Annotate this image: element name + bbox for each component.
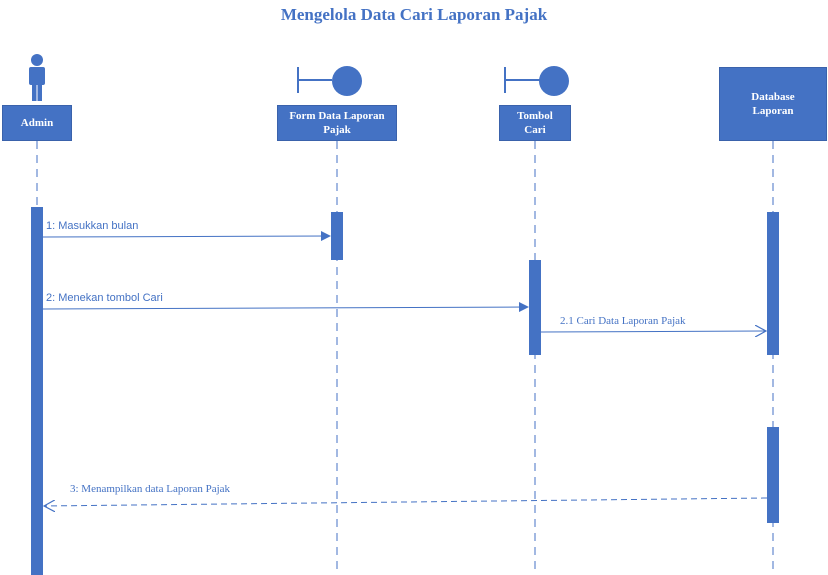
- activation-admin: [31, 207, 43, 575]
- message-arrow-3: [44, 497, 768, 506]
- message-label-2-1: 2.1 Cari Data Laporan Pajak: [560, 315, 686, 327]
- message-label-2: 2: Menekan tombol Cari: [46, 292, 163, 304]
- actor-icon: [29, 54, 45, 101]
- activation-tombol: [529, 260, 541, 355]
- message-arrow-2-1: [540, 331, 766, 332]
- boundary-icon-form: [297, 66, 362, 96]
- participant-label-database: Database Laporan: [751, 91, 795, 117]
- participant-label-tombol: Tombol Cari: [517, 110, 553, 136]
- message-arrow-2: [42, 302, 529, 313]
- participant-label-form: Form Data Laporan Pajak: [289, 110, 385, 136]
- diagram-title: Mengelola Data Cari Laporan Pajak: [280, 5, 548, 24]
- message-label-1: 1: Masukkan bulan: [46, 220, 138, 232]
- participant-form: Form Data Laporan Pajak: [277, 105, 397, 141]
- participant-label-admin: Admin: [20, 117, 54, 129]
- boundary-icon-tombol: [504, 66, 569, 96]
- activation-form: [331, 212, 343, 260]
- activation-database-2: [767, 427, 779, 523]
- participant-database: Database Laporan: [719, 67, 827, 141]
- participant-tombol: Tombol Cari: [499, 105, 571, 141]
- activation-database-1: [767, 212, 779, 355]
- message-arrow-1: [42, 231, 331, 242]
- participant-admin: Admin: [2, 105, 72, 141]
- message-label-3: 3: Menampilkan data Laporan Pajak: [70, 483, 231, 495]
